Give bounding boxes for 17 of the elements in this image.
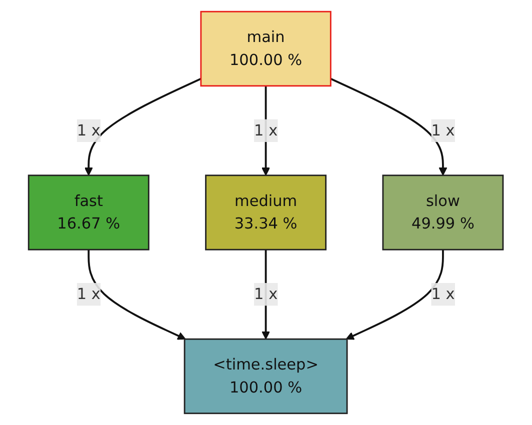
edge-label: 1 x	[431, 284, 455, 303]
edge-label: 1 x	[431, 121, 455, 140]
node-box: main 100.00 %	[200, 10, 332, 87]
arrow	[262, 250, 270, 340]
edge-label: 1 x	[77, 284, 101, 303]
arrow	[84, 78, 202, 176]
node-box: medium 33.34 %	[205, 174, 327, 250]
arrow	[330, 78, 448, 176]
edge-label: 1 x	[254, 284, 278, 303]
node-box: <time.sleep> 100.00 %	[184, 338, 348, 414]
edge-label: 1 x	[77, 121, 101, 140]
node-box: fast 16.67 %	[28, 174, 150, 250]
arrow	[262, 86, 270, 176]
arrow	[346, 250, 444, 340]
arrow	[88, 250, 186, 340]
edge-label: 1 x	[254, 121, 278, 140]
node-box: slow 49.99 %	[382, 174, 504, 250]
